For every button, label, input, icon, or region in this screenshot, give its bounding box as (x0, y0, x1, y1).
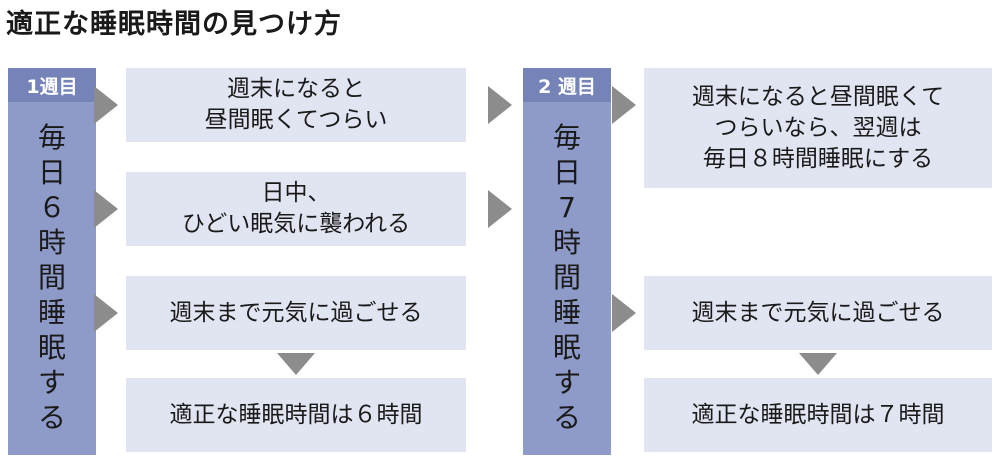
week1-header: 1週目 (8, 68, 96, 102)
arrow-right-icon (488, 190, 512, 228)
week2-header: 2 週目 (523, 68, 611, 102)
arrow-right-icon (488, 86, 512, 124)
arrow-right-icon (612, 294, 636, 332)
week2-column: 2 週目 毎日7時間睡眠する (523, 68, 611, 455)
arrow-down-icon (277, 353, 315, 375)
week2-instruction: 毎日7時間睡眠する (552, 121, 581, 434)
arrow-right-icon (94, 190, 118, 228)
week2-outcome-energetic: 週末まで元気に過ごせる (644, 276, 992, 350)
week1-outcome-sleepy-weekend: 週末になると 昼間眠くてつらい (126, 68, 466, 142)
arrow-right-icon (94, 294, 118, 332)
arrow-right-icon (612, 86, 636, 124)
arrow-right-icon (94, 86, 118, 124)
diagram-title: 適正な睡眠時間の見つけ方 (6, 9, 342, 40)
week1-outcome-sleepy-daytime: 日中、 ひどい眠気に襲われる (126, 172, 466, 246)
week1-result: 適正な睡眠時間は６時間 (126, 378, 466, 452)
week1-outcome-energetic: 週末まで元気に過ごせる (126, 276, 466, 350)
week2-result: 適正な睡眠時間は７時間 (644, 378, 992, 452)
week1-instruction: 毎日６時間睡眠する (37, 121, 66, 434)
week1-column: 1週目 毎日６時間睡眠する (8, 68, 96, 455)
week2-outcome-sleepy-weekend: 週末になると昼間眠くて つらいなら、翌週は 毎日８時間睡眠にする (644, 68, 992, 188)
arrow-down-icon (799, 353, 837, 375)
